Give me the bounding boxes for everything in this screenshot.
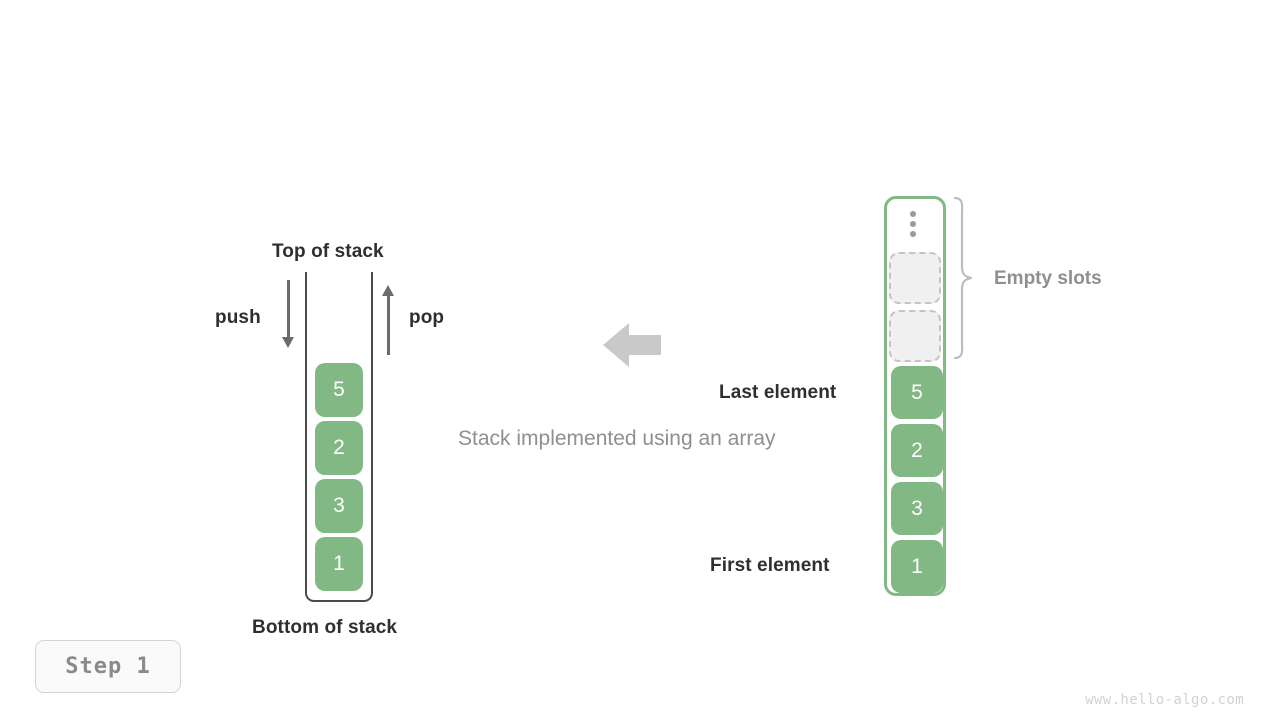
- vertical-ellipsis-icon: [910, 211, 917, 237]
- push-arrow-head: [282, 337, 294, 348]
- transform-arrow-icon: [603, 321, 661, 374]
- last-element-label: Last element: [719, 382, 837, 403]
- stack-container: 5 2 3 1: [305, 272, 373, 602]
- empty-slot: [889, 310, 941, 362]
- watermark: www.hello-algo.com: [1085, 692, 1244, 708]
- diagram-caption: Stack implemented using an array: [458, 427, 776, 450]
- empty-slots-brace-icon: [952, 195, 974, 366]
- top-of-stack-label: Top of stack: [272, 241, 384, 262]
- push-arrow-shaft: [287, 280, 290, 338]
- stack-cell: 5: [315, 363, 363, 417]
- array-cell: 3: [891, 482, 943, 535]
- empty-slots-label: Empty slots: [994, 268, 1102, 289]
- empty-slot: [889, 252, 941, 304]
- array-container: 5 2 3 1: [884, 196, 946, 596]
- step-badge: Step 1: [35, 640, 181, 693]
- array-cell: 5: [891, 366, 943, 419]
- array-cell: 1: [891, 540, 943, 593]
- bottom-of-stack-label: Bottom of stack: [252, 617, 398, 638]
- pop-arrow-shaft: [387, 296, 390, 355]
- stack-cell: 1: [315, 537, 363, 591]
- push-label: push: [215, 307, 261, 328]
- array-cell: 2: [891, 424, 943, 477]
- pop-arrow-head: [382, 285, 394, 296]
- stack-cell: 2: [315, 421, 363, 475]
- stack-cell: 3: [315, 479, 363, 533]
- pop-label: pop: [409, 307, 445, 328]
- first-element-label: First element: [710, 555, 830, 576]
